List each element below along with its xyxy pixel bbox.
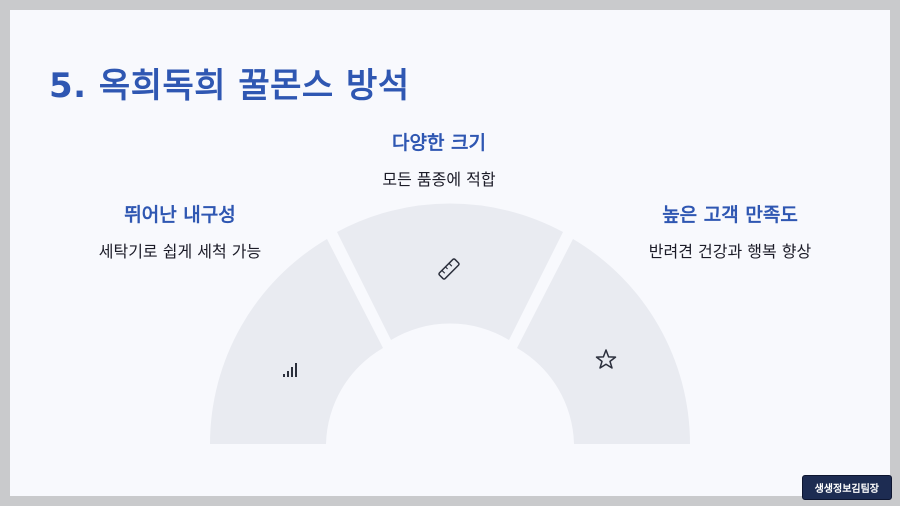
slide: 5. 옥희독희 꿀몬스 방석 다양한 크기 모든 품종에 적합 뛰어난 내구성 …: [10, 10, 890, 496]
arc-segment-right: [517, 239, 691, 444]
semicircle-diagram: [210, 203, 691, 444]
feature-description: 세탁기로 쉽게 세척 가능: [98, 242, 262, 261]
star-icon: [595, 349, 617, 369]
slide-title: 5. 옥희독희 꿀몬스 방석: [49, 66, 410, 106]
feature-description: 반려견 건강과 행복 향상: [648, 242, 812, 261]
arc-segment-left: [210, 239, 383, 444]
feature-heading: 높은 고객 만족도: [662, 204, 798, 226]
signal-bars-icon: [283, 363, 297, 377]
arc-segment-top: [337, 203, 563, 340]
ruler-icon: [438, 258, 460, 280]
feature-description: 모든 품종에 적합: [382, 170, 496, 189]
channel-badge: 생생정보김팀장: [801, 475, 892, 500]
feature-heading: 다양한 크기: [391, 132, 486, 154]
feature-satisfaction: 높은 고객 만족도 반려견 건강과 행복 향상: [610, 200, 850, 262]
feature-durability: 뛰어난 내구성 세탁기로 쉽게 세척 가능: [70, 200, 290, 262]
feature-heading: 뛰어난 내구성: [124, 204, 236, 226]
feature-size: 다양한 크기 모든 품종에 적합: [339, 128, 539, 190]
